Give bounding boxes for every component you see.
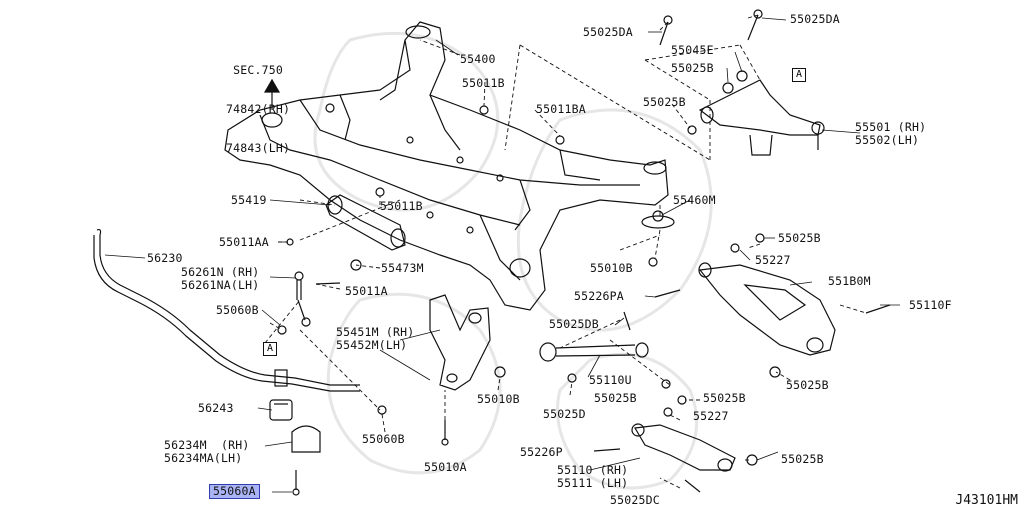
- label-55045e[interactable]: 55045E: [671, 43, 714, 57]
- label-55025dc[interactable]: 55025DC: [610, 493, 660, 507]
- label-55025d[interactable]: 55025D: [543, 407, 586, 421]
- label-55025da-1[interactable]: 55025DA: [583, 25, 633, 39]
- label-55451m[interactable]: 55451M (RH) 55452M(LH): [336, 325, 415, 352]
- label-55011ba[interactable]: 55011BA: [536, 102, 586, 116]
- label-55025b-e[interactable]: 55025B: [594, 391, 637, 405]
- label-55060b-left[interactable]: 55060B: [216, 303, 259, 317]
- label-55460m[interactable]: 55460M: [673, 193, 716, 207]
- label-55025b-g[interactable]: 55025B: [781, 452, 824, 466]
- label-55025b-a[interactable]: 55025B: [671, 61, 714, 75]
- section-reference: SEC.750 74842(RH) 74843(LH): [226, 38, 290, 168]
- label-55011b-mid[interactable]: 55011B: [380, 199, 423, 213]
- label-55473m[interactable]: 55473M: [381, 261, 424, 275]
- label-551b0m[interactable]: 551B0M: [828, 274, 871, 288]
- label-55011aa[interactable]: 55011AA: [219, 235, 269, 249]
- label-55501[interactable]: 55501 (RH) 55502(LH): [855, 120, 927, 147]
- label-55010b-r[interactable]: 55010B: [590, 261, 633, 275]
- label-55025b-b[interactable]: 55025B: [643, 95, 686, 109]
- bushing-56243: [269, 399, 293, 421]
- stabilizer-bar-56230: [93, 228, 360, 392]
- bracket-55451M: [429, 294, 491, 446]
- label-55011b-top[interactable]: 55011B: [462, 76, 505, 90]
- fasteners: [286, 105, 891, 452]
- label-55011a[interactable]: 55011A: [345, 284, 388, 298]
- label-55110u[interactable]: 55110U: [589, 373, 632, 387]
- label-55010b-mid[interactable]: 55010B: [477, 392, 520, 406]
- label-56243[interactable]: 56243: [198, 401, 234, 415]
- subframe-55400: [224, 21, 669, 311]
- section-ref-line2: 74842(RH): [226, 102, 291, 116]
- section-ref-line1: SEC.750: [233, 63, 283, 77]
- label-55227-b[interactable]: 55227: [693, 409, 729, 423]
- watermark: [313, 31, 713, 490]
- label-55060b-low[interactable]: 55060B: [362, 432, 405, 446]
- label-56234[interactable]: 56234M (RH) 56234MA(LH): [164, 438, 250, 465]
- label-55226p[interactable]: 55226P: [520, 445, 563, 459]
- sec-arrow: [263, 78, 281, 108]
- stabilizer-link-56261: [277, 271, 311, 335]
- lower-arm-551B0M: [698, 262, 836, 356]
- label-55025da-2[interactable]: 55025DA: [790, 12, 840, 26]
- label-55060a-highlighted[interactable]: 55060A: [209, 484, 260, 499]
- lower-link-55110: [631, 423, 758, 493]
- guide-lines: [264, 14, 867, 489]
- label-55110f[interactable]: 55110F: [909, 298, 952, 312]
- callout-a-right: A: [792, 68, 806, 82]
- label-55025db[interactable]: 55025DB: [549, 317, 599, 331]
- label-55227-a[interactable]: 55227: [755, 253, 791, 267]
- figure-code: J43101HM: [955, 493, 1018, 508]
- label-55010a[interactable]: 55010A: [424, 460, 467, 474]
- label-55110[interactable]: 55110 (RH) 55111 (LH): [557, 463, 629, 490]
- label-56261[interactable]: 56261N (RH) 56261NA(LH): [181, 265, 260, 292]
- label-55419[interactable]: 55419: [231, 193, 267, 207]
- upper-arm-55501: [659, 9, 825, 156]
- mount-55460M: [641, 210, 675, 267]
- leader-lines: [104, 17, 900, 493]
- label-55226pa[interactable]: 55226PA: [574, 289, 624, 303]
- label-55025b-f[interactable]: 55025B: [703, 391, 746, 405]
- label-56230[interactable]: 56230: [147, 251, 183, 265]
- callout-a-left: A: [263, 342, 277, 356]
- label-55025b-c[interactable]: 55025B: [778, 231, 821, 245]
- clamp-56234: [291, 425, 321, 496]
- section-ref-line3: 74843(LH): [226, 141, 291, 155]
- link-55110U: [539, 342, 671, 389]
- label-55400[interactable]: 55400: [460, 52, 496, 66]
- label-55025b-d[interactable]: 55025B: [786, 378, 829, 392]
